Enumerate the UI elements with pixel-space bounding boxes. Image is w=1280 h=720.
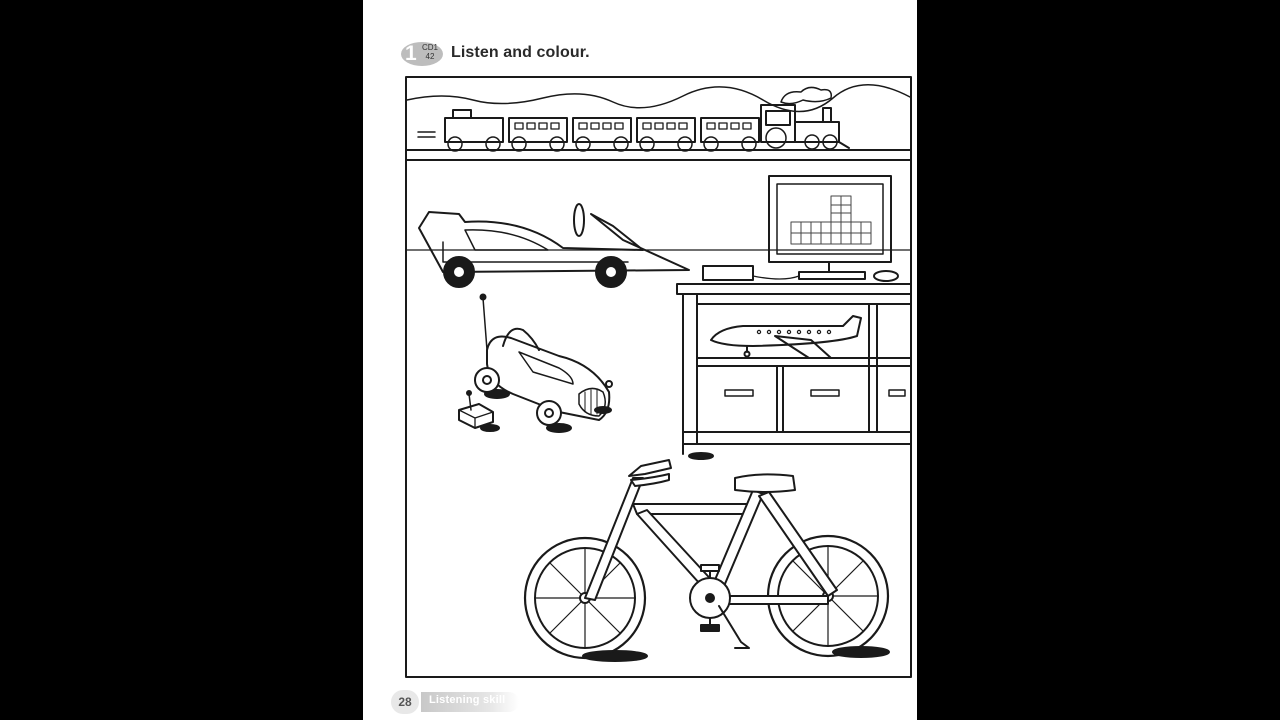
remote-control-icon (458, 390, 500, 432)
computer-icon (702, 175, 899, 282)
cd-track-badge: 1 CD1 42 (401, 40, 443, 66)
activity-number: 1 (405, 42, 417, 65)
activity-header: 1 CD1 42 Listen and colour. (401, 38, 590, 68)
race-car-icon (418, 203, 690, 288)
colouring-illustration (405, 76, 912, 678)
shelf-icon (676, 283, 912, 460)
cd-track-label: CD1 42 (422, 43, 438, 61)
illustration-frame (405, 76, 912, 678)
section-label: Listening skill (429, 694, 506, 706)
cd-track-line1: CD1 (422, 43, 439, 52)
train-icon (406, 84, 911, 161)
workbook-page: 1 CD1 42 Listen and colour. (363, 0, 917, 720)
activity-instruction: Listen and colour. (451, 44, 590, 61)
cd-badge-shape (401, 42, 443, 66)
section-band (421, 692, 519, 712)
page-number: 28 (391, 690, 419, 714)
plane-icon (710, 315, 862, 359)
toy-car-icon (474, 293, 613, 433)
cd-track-line2: 42 (425, 52, 435, 61)
bike-icon (523, 459, 890, 662)
